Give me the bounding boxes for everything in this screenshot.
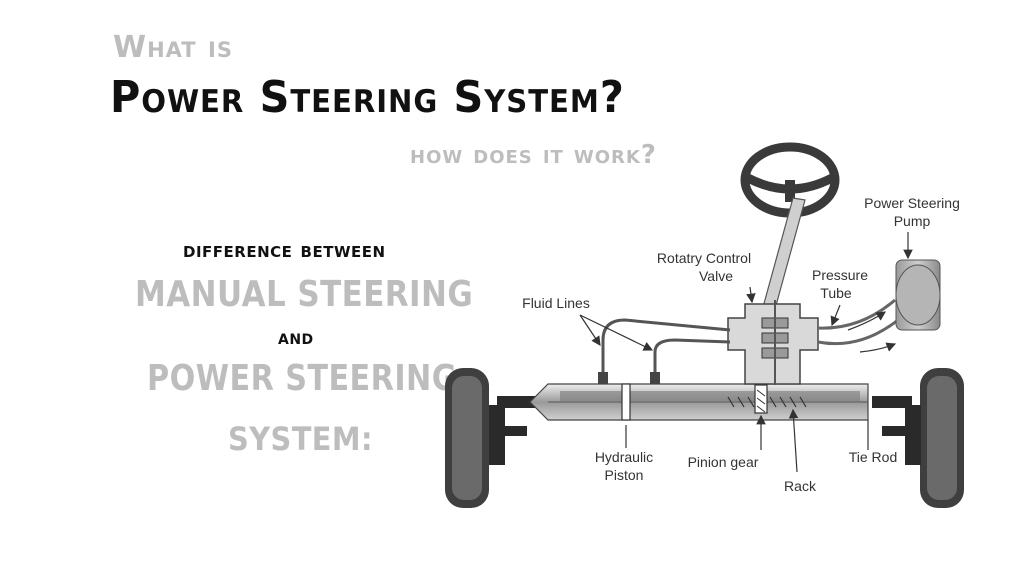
label-pump-line1: Power Steering — [864, 195, 960, 211]
comparison-item-power: POWER STEERING — [147, 358, 457, 399]
label-valve-line1: Rotatry Control — [657, 250, 751, 266]
right-wheel — [872, 368, 964, 508]
comparison-item-power-cont: SYSTEM: — [228, 420, 373, 458]
steering-wheel — [740, 142, 840, 218]
label-pump-line2: Pump — [894, 213, 931, 229]
label-tube-line2: Tube — [820, 285, 852, 301]
flow-arrow-2 — [859, 342, 897, 353]
pre-title: What is — [113, 30, 233, 65]
fluid-lines — [598, 318, 731, 384]
comparison-conjunction: and — [278, 325, 314, 349]
hydraulic-piston — [621, 383, 631, 421]
label-piston-line2: Piston — [605, 467, 644, 483]
label-fluid-lines: Fluid Lines — [522, 295, 590, 311]
rack-teeth — [727, 396, 807, 408]
power-steering-pump — [895, 259, 941, 331]
rack-housing — [529, 383, 869, 421]
flow-arrow-1 — [847, 311, 886, 331]
pressure-tube — [817, 298, 899, 346]
label-valve-line2: Valve — [699, 268, 733, 284]
leader-lines — [579, 232, 913, 473]
comparison-item-manual: MANUAL STEERING — [135, 274, 474, 315]
control-valve — [727, 300, 819, 385]
pinion-gear — [754, 384, 768, 414]
page-subtitle: how does it work? — [410, 140, 657, 170]
comparison-intro: difference between — [183, 238, 386, 263]
page-title: Power Steering System? — [110, 72, 625, 123]
label-tube-line1: Pressure — [812, 267, 868, 283]
label-rack: Rack — [784, 478, 817, 494]
label-tie-rod: Tie Rod — [849, 449, 898, 465]
label-pinion-gear: Pinion gear — [688, 454, 759, 470]
label-piston-line1: Hydraulic — [595, 449, 653, 465]
left-wheel — [445, 368, 537, 508]
